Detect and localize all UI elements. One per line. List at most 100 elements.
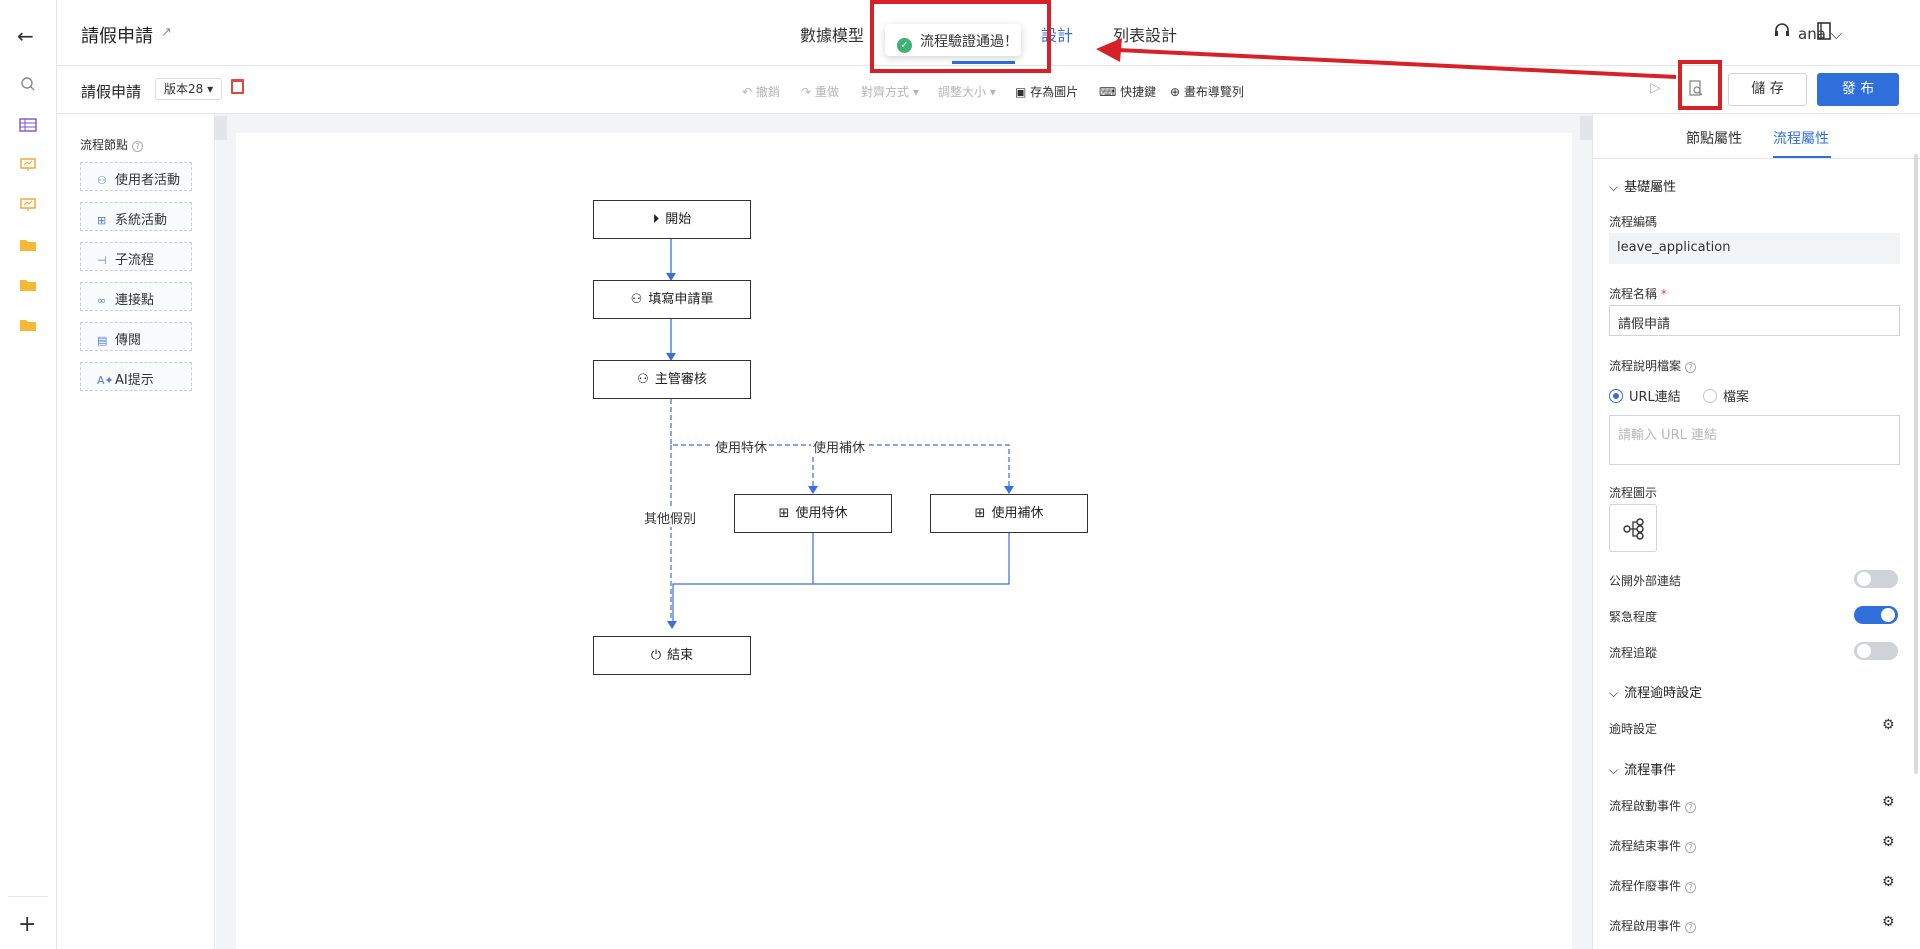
validate-icon[interactable] (1689, 80, 1703, 97)
urgency-toggle[interactable] (1854, 606, 1898, 624)
properties-panel: 節點屬性 流程屬性 基礎屬性 流程編碼 leave_application 流程… (1592, 114, 1920, 949)
play-icon[interactable]: ▷ (1650, 80, 1661, 96)
undo-button[interactable]: ↶ 撤銷 (742, 85, 780, 99)
book-icon[interactable] (1816, 22, 1832, 40)
headset-icon[interactable] (1773, 22, 1791, 40)
palette-item-user-activity[interactable]: ⚇使用者活動 (80, 162, 192, 191)
palette-item-connector[interactable]: ∞連接點 (80, 282, 192, 311)
node-end[interactable]: ⏻結束 (593, 636, 751, 675)
node-comp-leave[interactable]: ⊞使用補休 (930, 494, 1088, 533)
redo-button[interactable]: ↷ 重做 (801, 85, 839, 99)
required-mark: * (1660, 287, 1667, 301)
edge-fill-review[interactable] (666, 319, 676, 361)
radio-file[interactable]: 檔案 (1703, 386, 1749, 405)
palette-item-system-activity[interactable]: ⊞系統活動 (80, 202, 192, 231)
event-enable-label: 流程啟用事件? (1609, 917, 1697, 934)
section-timeout[interactable]: 流程逾時設定 (1609, 682, 1702, 701)
url-input[interactable]: 請輸入 URL 連結 (1609, 415, 1900, 465)
panel-scrollbar[interactable] (1914, 154, 1918, 774)
help-icon[interactable]: ? (1685, 842, 1697, 853)
section-events[interactable]: 流程事件 (1609, 759, 1676, 778)
folder-icon[interactable] (19, 318, 37, 332)
edge-label-other[interactable]: 其他假別 (642, 508, 699, 527)
gear-icon[interactable]: ⚙ (1882, 794, 1895, 810)
folder-icon[interactable] (19, 278, 37, 292)
node-manager-review[interactable]: ⚇主管審核 (593, 360, 751, 399)
help-icon[interactable]: ? (1685, 882, 1697, 893)
timeout-label: 逾時設定 (1609, 722, 1658, 736)
gear-icon[interactable]: ⚙ (1882, 874, 1895, 890)
user-menu[interactable]: ana ⌵ (1798, 25, 1842, 43)
section-basic[interactable]: 基礎屬性 (1609, 176, 1676, 195)
shortcuts-button[interactable]: ⌨ 快捷鍵 (1099, 83, 1156, 100)
palette-item-ai-prompt[interactable]: A✦AI提示 (80, 362, 192, 391)
dashboard-icon[interactable] (19, 158, 37, 172)
rail-divider (8, 896, 48, 897)
save-image-button[interactable]: ▣ 存為圖片 (1015, 83, 1078, 100)
edge-label-comp[interactable]: 使用補休 (811, 437, 868, 456)
save-button[interactable]: 儲 存 (1728, 73, 1807, 106)
minimap-label: 畫布導覽列 (1183, 85, 1244, 99)
help-icon[interactable]: ? (1685, 802, 1697, 813)
event-label-text: 流程作廢事件 (1609, 879, 1682, 893)
gear-icon[interactable]: ⚙ (1882, 717, 1895, 733)
edge-special-end[interactable] (672, 533, 814, 627)
process-code-field: leave_application (1609, 233, 1900, 264)
tracking-toggle[interactable] (1854, 642, 1898, 660)
tab-process-properties[interactable]: 流程屬性 (1773, 131, 1829, 147)
document-icon: ▤ (97, 334, 108, 347)
urgency-label: 緊急程度 (1609, 610, 1658, 624)
add-icon[interactable]: + (18, 912, 37, 937)
tab-list-design[interactable]: 列表設計 (1113, 26, 1178, 45)
align-dropdown[interactable]: 對齊方式 ▾ (861, 85, 919, 99)
help-icon[interactable]: ? (132, 141, 144, 152)
process-icon-picker[interactable] (1609, 504, 1657, 552)
play-circle-icon: ⏵ (652, 212, 660, 227)
minimap-button[interactable]: ⊕ 畫布導覽列 (1170, 83, 1244, 100)
edge-start-fill[interactable] (666, 239, 676, 281)
help-icon[interactable]: ? (1685, 362, 1697, 373)
keyboard-icon: ⌨ (1099, 85, 1121, 99)
process-name-input[interactable]: 請假申請 (1609, 305, 1900, 336)
node-fill-form[interactable]: ⚇ 填寫申請單 (593, 280, 751, 319)
gear-icon[interactable]: ⚙ (1882, 914, 1895, 930)
palette-item-subflow[interactable]: ⊣子流程 (80, 242, 192, 271)
node-label: 主管審核 (654, 372, 707, 387)
node-start[interactable]: ⏵開始 (593, 200, 751, 239)
annotation-box-toast (870, 0, 1051, 73)
table-icon[interactable] (19, 118, 37, 132)
event-label-text: 流程結束事件 (1609, 839, 1682, 853)
grid-icon: ⊞ (974, 506, 986, 521)
public-link-toggle[interactable] (1854, 570, 1898, 588)
back-arrow-icon[interactable]: ← (17, 24, 34, 48)
edge-label-special[interactable]: 使用特休 (713, 437, 770, 456)
user-icon: ⚇ (630, 292, 643, 307)
top-header: 請假申請 ↗ (57, 0, 1920, 66)
gear-icon[interactable]: ⚙ (1882, 834, 1895, 850)
edge-review-comp[interactable] (813, 444, 1014, 494)
dashboard-icon[interactable] (19, 198, 37, 212)
node-label: 填寫申請單 (648, 292, 714, 307)
version-select[interactable]: 版本28 ▾ (155, 78, 223, 100)
external-link-icon[interactable]: ↗ (161, 25, 172, 40)
folder-icon[interactable] (19, 238, 37, 252)
resize-dropdown[interactable]: 調整大小 ▾ (938, 85, 996, 99)
tab-data-model[interactable]: 數據模型 (800, 26, 865, 45)
collapse-right-handle[interactable] (1580, 116, 1592, 140)
radio-url[interactable]: URL連結 (1609, 386, 1681, 405)
palette-item-label: 系統活動 (115, 213, 168, 228)
node-special-leave[interactable]: ⊞使用特休 (734, 494, 892, 533)
edge-comp-end[interactable] (667, 533, 1010, 629)
document-title: 請假申請 (81, 83, 142, 101)
ai-icon: A✦ (97, 374, 114, 387)
tab-node-properties[interactable]: 節點屬性 (1686, 131, 1742, 147)
help-icon[interactable]: ? (1685, 922, 1697, 933)
palette-item-circulate[interactable]: ▤傳閱 (80, 322, 192, 351)
power-icon: ⏻ (650, 648, 662, 663)
tracking-label: 流程追蹤 (1609, 646, 1658, 660)
delete-icon[interactable] (231, 79, 244, 94)
collapse-left-handle[interactable] (215, 116, 227, 140)
flow-canvas[interactable]: ⏵開始 ⚇ 填寫申請單 ⚇主管審核 ⊞使用特休 ⊞使用補休 ⏻結束 使用特休 使用… (236, 133, 1572, 949)
search-icon[interactable] (19, 77, 37, 91)
publish-button[interactable]: 發 布 (1817, 73, 1899, 106)
